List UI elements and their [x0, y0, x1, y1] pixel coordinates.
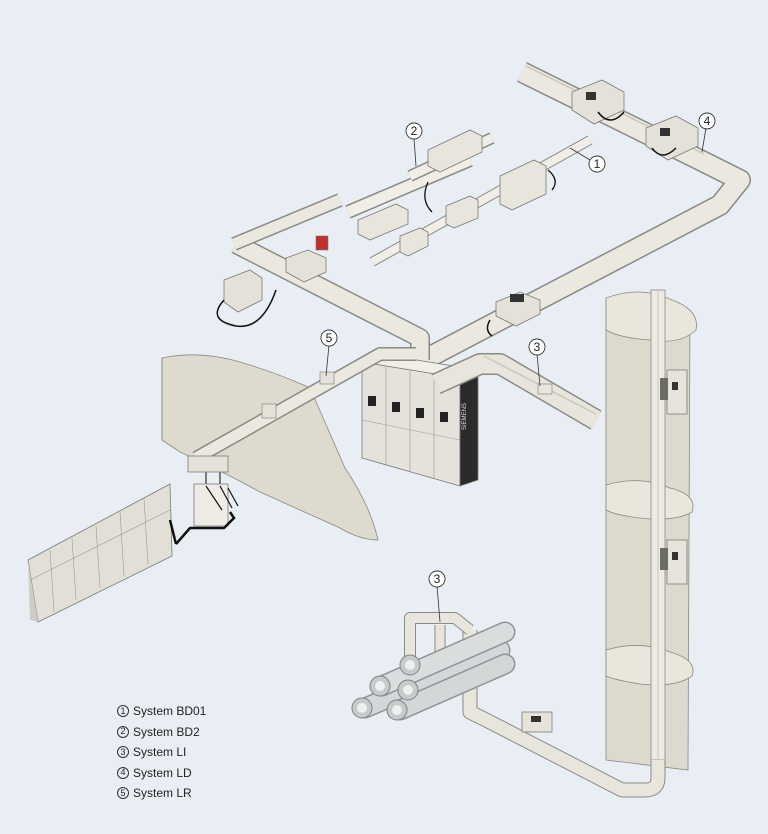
legend-item-bd01: 1 System BD01 [117, 701, 206, 722]
legend-item-ld: 4 System LD [117, 763, 206, 784]
pipes [351, 621, 516, 721]
cabinet-brand-label: SIEMENS [462, 403, 468, 430]
riser-tapoff-box-upper [660, 369, 688, 415]
bd01-line [369, 135, 593, 267]
legend-number: 4 [117, 766, 129, 779]
legend-label: System LD [133, 765, 192, 780]
callout-3-lower: 3 [428, 570, 446, 623]
callout-2-label: 2 [411, 124, 418, 138]
bd2-line [345, 129, 495, 241]
callout-3-upper: 3 [528, 338, 546, 387]
lr-transformer-connection [175, 455, 239, 545]
legend-number: 3 [117, 746, 129, 759]
busbar-li-upper [431, 353, 602, 430]
ld-tapoff-box-3 [486, 291, 541, 337]
ld-upper-tapoff-box [216, 235, 329, 328]
busbar-li-lower [404, 612, 666, 798]
riser-tapoff-box-lower [660, 539, 688, 585]
busbar-lr [192, 347, 416, 465]
legend-number: 2 [117, 725, 129, 738]
legend-item-bd2: 2 System BD2 [117, 722, 206, 743]
callout-1-label: 1 [594, 157, 601, 171]
callout-3-lower-label: 3 [434, 572, 441, 586]
callout-5: 5 [320, 329, 338, 377]
legend: 1 System BD01 2 System BD2 3 System LI 4… [117, 701, 206, 804]
riser-shaft [605, 289, 697, 771]
legend-number: 1 [117, 705, 129, 718]
legend-label: System BD2 [133, 724, 200, 739]
ld-tapoff-box-2 [645, 115, 699, 161]
legend-item-li: 3 System LI [117, 742, 206, 763]
callout-5-label: 5 [326, 331, 333, 345]
callout-2: 2 [405, 122, 423, 167]
legend-label: System LR [133, 786, 192, 801]
callout-4: 4 [698, 112, 716, 153]
legend-label: System LI [133, 745, 187, 760]
callout-4-label: 4 [704, 114, 711, 128]
legend-label: System BD01 [133, 704, 207, 719]
legend-number: 5 [117, 787, 129, 800]
callout-3-upper-label: 3 [534, 340, 541, 354]
low-voltage-switchgear [27, 483, 178, 623]
wall-panel [161, 354, 379, 541]
legend-item-lr: 5 System LR [117, 783, 206, 804]
callout-1: 1 [569, 147, 606, 173]
ld-tapoff-box-1 [571, 79, 625, 125]
